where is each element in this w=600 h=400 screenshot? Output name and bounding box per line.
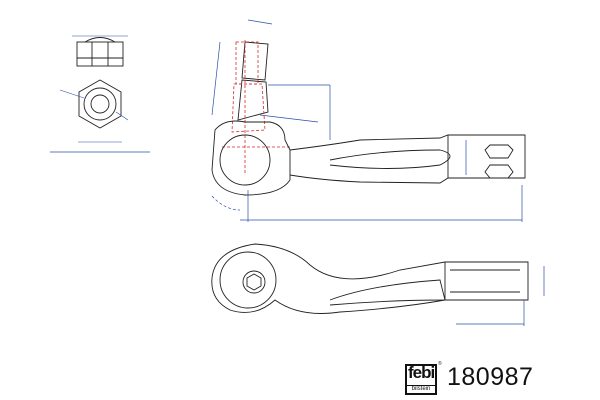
logo-subname: bilstein bbox=[407, 385, 435, 393]
nut-top-view bbox=[50, 79, 150, 153]
tie-rod-end-top-view bbox=[211, 243, 545, 326]
tie-rod-end-side-view bbox=[211, 19, 526, 222]
febi-bilstein-logo: febi bilstein bbox=[405, 363, 437, 395]
logo-brand: febi bbox=[408, 363, 435, 382]
part-number: 180987 bbox=[447, 363, 534, 391]
nut-side-view bbox=[72, 35, 128, 67]
registered-mark: ® bbox=[438, 361, 442, 367]
